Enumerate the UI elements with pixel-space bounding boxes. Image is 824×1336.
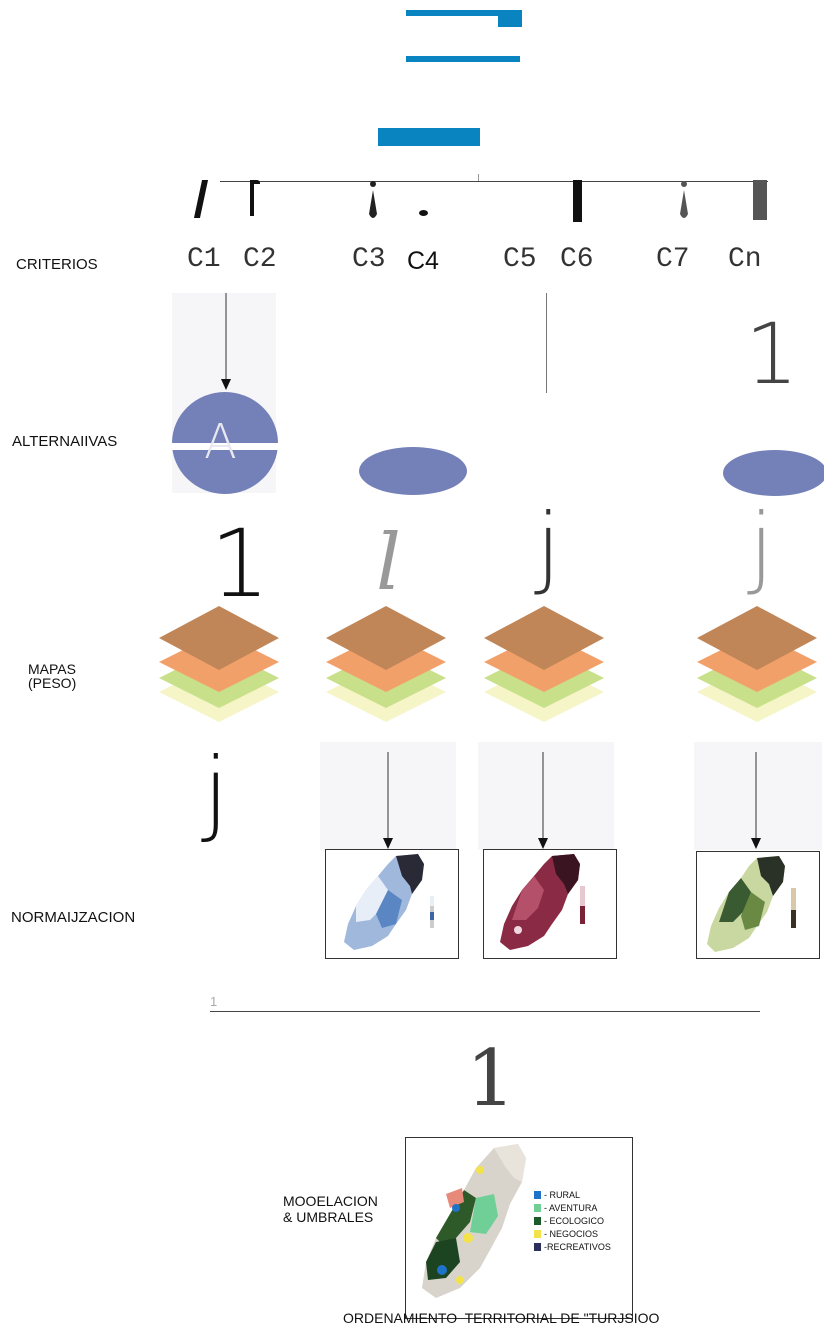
layer-stack-3: [484, 606, 604, 722]
alternative-3: [723, 450, 824, 496]
connector-norm-col1: j: [203, 738, 229, 845]
drop-mark-c4: [419, 210, 428, 216]
norm-map-green: [696, 851, 820, 959]
legend-swatch-ecologico: [534, 1216, 541, 1225]
drop-mark-c7: [680, 181, 688, 218]
legend-label-recreativos: -RECREATIVOS: [544, 1241, 611, 1252]
header-bar-top: [406, 10, 498, 16]
criterion-c2: C2: [243, 244, 277, 275]
header-bar-tab: [498, 10, 522, 27]
merge-line: [210, 1011, 760, 1012]
criterion-c4: C4: [407, 247, 439, 275]
layer-stack-4: [697, 606, 817, 722]
label-mapas: MAPAS (PESO): [28, 662, 76, 690]
drop-mark-cn: [753, 180, 767, 220]
legend-label-negocios: - NEGOCIOS: [544, 1228, 599, 1239]
legend-swatch-recreativos: [534, 1242, 541, 1251]
legend-swatch-negocios: [534, 1229, 541, 1238]
drop-mark-c3: [369, 181, 377, 218]
label-normalizacion: NORMAIJZACION: [11, 909, 136, 926]
norm-panel-3: [478, 742, 614, 850]
label-mapas-line1: MAPAS: [28, 661, 76, 677]
norm-arrow-4: [751, 752, 761, 849]
merge-small-glyph: 1: [210, 994, 218, 1009]
merge-big-glyph: 1: [466, 1034, 516, 1124]
label-modelacion-line2: & UMBRALES: [283, 1209, 374, 1225]
layer-stack-2: [326, 606, 446, 722]
legend-item-ecologico: - ECOLOGICO: [534, 1214, 611, 1227]
legend-item-negocios: - NEGOCIOS: [534, 1227, 611, 1240]
drop-mark-c6: [573, 180, 582, 222]
connector-col1: 1: [210, 510, 270, 619]
label-mapas-line2: (PESO): [28, 675, 77, 691]
label-criterios: CRITERIOS: [16, 256, 98, 273]
cn-connector-glyph: 1: [745, 305, 799, 403]
alternative-a-divider: [160, 443, 290, 450]
layer-stack-1: [159, 606, 279, 722]
alternative-a-letter: A: [204, 414, 237, 470]
legend-swatch-rural: [534, 1190, 541, 1199]
c5-connector-line: [546, 293, 547, 393]
drop-mark-c2-hook: [250, 180, 260, 184]
legend-label-aventura: - AVENTURA: [544, 1202, 598, 1213]
header-bar-mid: [406, 56, 520, 62]
norm-arrow-3: [538, 752, 548, 849]
criterion-c7: C7: [656, 244, 690, 275]
legend-label-rural: - RURAL: [544, 1189, 581, 1200]
criterion-c5: C5: [503, 244, 537, 275]
norm-map-blue: [325, 849, 459, 959]
legend-item-recreativos: -RECREATIVOS: [534, 1240, 611, 1253]
label-modelacion: MOOELACION & UMBRALES: [283, 1193, 378, 1225]
legend-swatch-aventura: [534, 1203, 541, 1212]
connector-col4: j: [749, 494, 774, 597]
connector-col2: l: [376, 518, 401, 608]
legend-item-aventura: - AVENTURA: [534, 1201, 611, 1214]
branch-line: [220, 181, 768, 182]
legend-label-ecologico: - ECOLOGICO: [544, 1215, 605, 1226]
norm-arrow-2: [383, 752, 393, 849]
branch-tick: [478, 174, 479, 181]
norm-map-red: [483, 849, 617, 959]
header-bar-block: [378, 128, 480, 146]
label-alternativas: ALTERNAIIVAS: [12, 433, 118, 450]
connector-col3: j: [536, 494, 561, 597]
norm-panel-4: [694, 742, 822, 850]
c1-arrow: [221, 293, 231, 390]
drop-mark-c1: [193, 180, 209, 218]
criterion-c3: C3: [352, 244, 386, 275]
alternative-2: [359, 447, 467, 495]
criterion-c1: C1: [187, 244, 221, 275]
label-modelacion-line1: MOOELACION: [283, 1193, 378, 1209]
final-map-legend: - RURAL - AVENTURA - ECOLOGICO - NEGOCIO…: [534, 1188, 611, 1253]
criterion-cn: Cn: [728, 244, 762, 275]
figure-caption: ORDENAMIENTO TERRITORIAL DE "TURJSIOO: [343, 1310, 660, 1326]
drop-mark-c2: [250, 180, 254, 216]
criterion-c6: C6: [560, 244, 594, 275]
legend-item-rural: - RURAL: [534, 1188, 611, 1201]
final-model-map: - RURAL - AVENTURA - ECOLOGICO - NEGOCIO…: [405, 1137, 633, 1319]
